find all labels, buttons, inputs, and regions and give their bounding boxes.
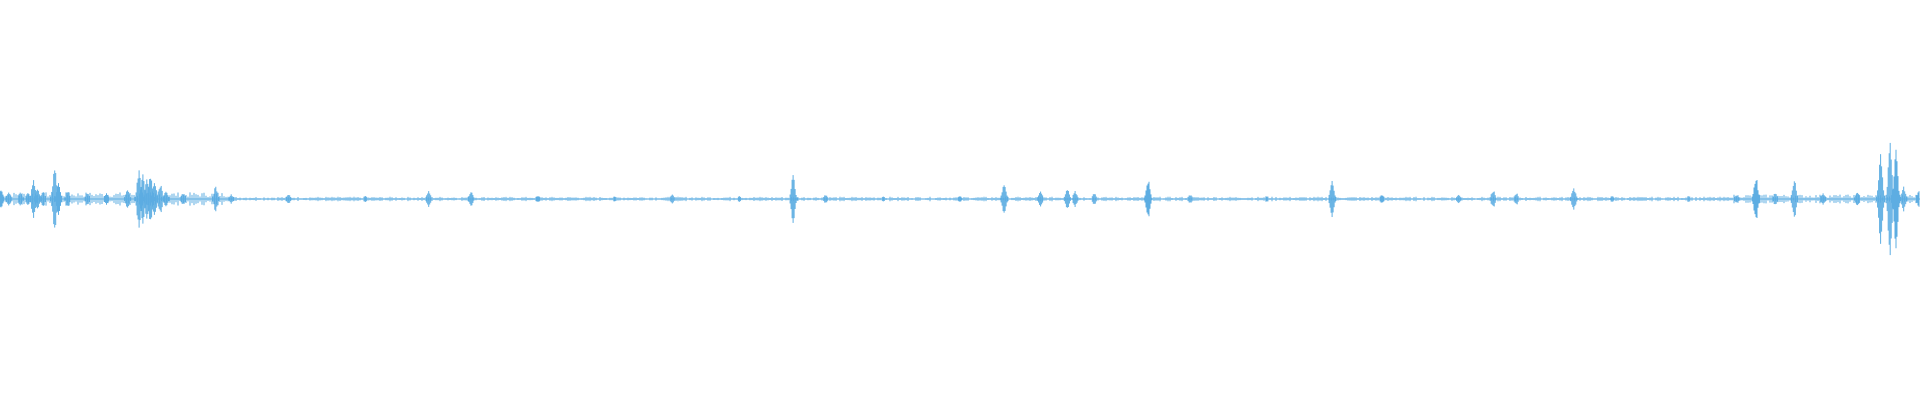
waveform-peaks (0, 142, 1920, 256)
